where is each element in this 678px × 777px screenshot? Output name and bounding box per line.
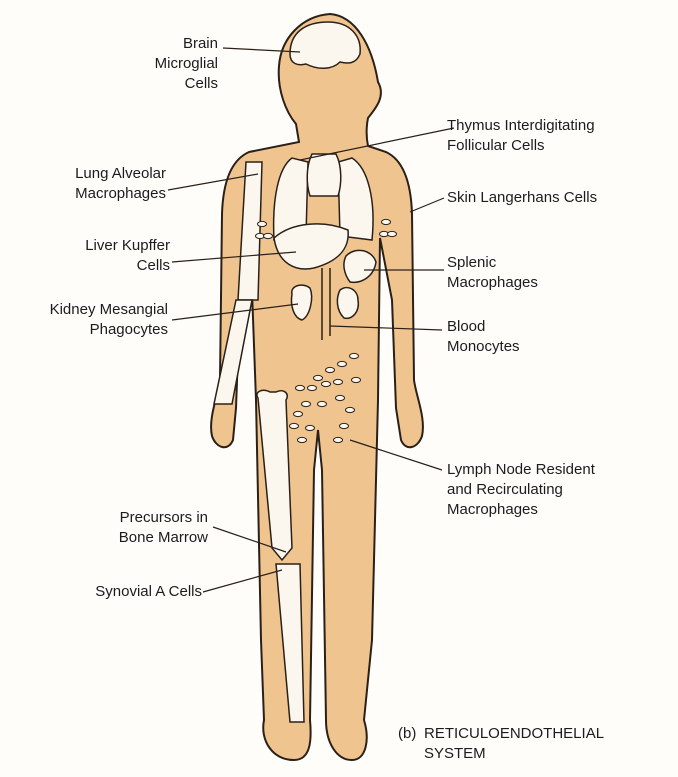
lymph-node	[258, 221, 267, 226]
lymph-node	[318, 401, 327, 406]
kidney-right	[337, 288, 358, 319]
lymph-node	[302, 401, 311, 406]
lymph-node	[350, 353, 359, 358]
lymph-node	[336, 395, 345, 400]
lymph-node	[322, 381, 331, 386]
lymph-node	[352, 377, 361, 382]
lymph-node	[346, 407, 355, 412]
lymph-node	[298, 437, 307, 442]
lymph-node	[308, 385, 317, 390]
lymph-node	[334, 437, 343, 442]
lymph-node	[340, 423, 349, 428]
lymph-node	[290, 423, 299, 428]
lymph-node	[388, 231, 397, 236]
body-silhouette	[211, 14, 423, 760]
lymph-node	[338, 361, 347, 366]
lymph-node	[382, 219, 391, 224]
label-synovial: Synovial A Cells	[30, 582, 202, 602]
lymph-node	[306, 425, 315, 430]
lymph-node	[326, 367, 335, 372]
caption-line-1: RETICULOENDOTHELIAL	[424, 724, 604, 744]
caption-line-2: SYSTEM	[424, 744, 486, 764]
caption-panel-letter: (b)	[398, 724, 416, 744]
lymph-node	[334, 379, 343, 384]
label-skin: Skin Langerhans Cells	[447, 188, 597, 208]
lymph-node	[314, 375, 323, 380]
lymph-node	[264, 233, 273, 238]
lymph-node	[296, 385, 305, 390]
thymus-shape	[307, 154, 341, 196]
lymph-node	[294, 411, 303, 416]
